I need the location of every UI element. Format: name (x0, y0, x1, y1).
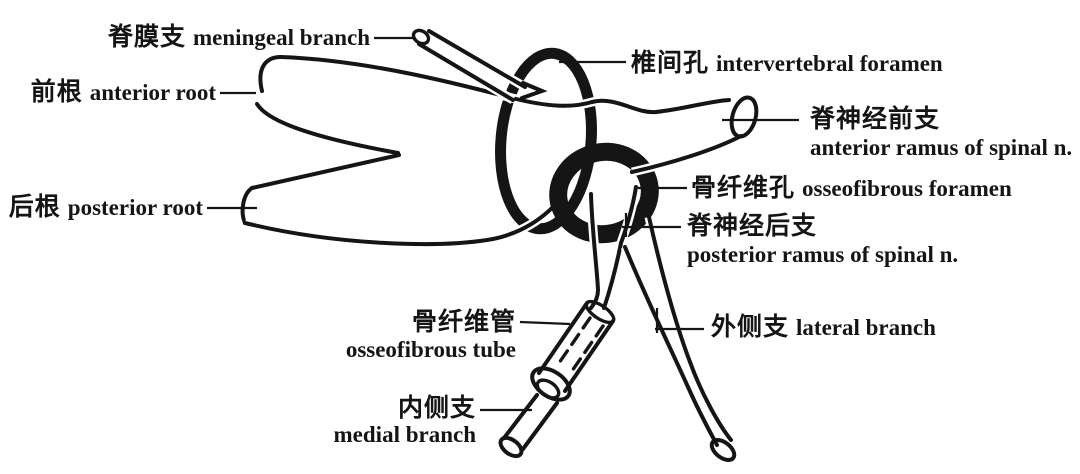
label-medial-branch-en: medial branch (333, 422, 476, 447)
spinal-nerve-roots (240, 55, 401, 225)
meningeal-lower-edge (417, 42, 515, 102)
trunk-top-edge (279, 55, 731, 115)
label-intervertebral-foramen-zh: 椎间孔 (631, 50, 710, 77)
label-intervertebral-foramen-en: intervertebral foramen (716, 51, 943, 76)
posterior-ramus-right-edge (619, 185, 638, 245)
meningeal-cut-end (411, 28, 431, 46)
label-osseofibrous-tube-en: osseofibrous tube (345, 337, 516, 362)
label-meningeal-branch-en: meningeal branch (193, 25, 370, 50)
label-posterior-root-en: posterior root (67, 195, 203, 220)
osseofibrous-tube-shape (530, 299, 616, 402)
label-lateral-branch-en: lateral branch (796, 315, 936, 340)
label-meningeal-branch-zh: 脊膜支 (108, 24, 187, 51)
lateral-branch-right-edge (647, 215, 733, 442)
medial-branch-nerve (498, 393, 559, 459)
label-lateral-branch-zh: 外侧支 (711, 314, 790, 341)
label-posterior-ramus: 脊神经后支 posterior ramus of spinal n. (687, 213, 958, 269)
label-anterior-ramus: 脊神经前支 anterior ramus of spinal n. (810, 106, 1072, 162)
anterior-ramus-cut-end (729, 95, 759, 139)
label-osseofibrous-foramen-zh: 骨纤维孔 (691, 175, 796, 202)
label-posterior-ramus-en: posterior ramus of spinal n. (687, 242, 959, 267)
tube-hidden-nerve-dash-2 (570, 324, 605, 373)
leader-lateral-branch (655, 308, 704, 333)
tube-collar-inner (535, 378, 561, 400)
medial-branch-cut-end (498, 435, 524, 459)
osseofibrous-ring (553, 146, 655, 240)
medial-branch-left-edge (502, 393, 539, 440)
anterior-ramus-nerve (630, 95, 759, 177)
tube-mouth (584, 299, 616, 325)
lateral-branch-nerve (620, 215, 737, 462)
label-medial-branch-zh: 内侧支 (397, 395, 476, 422)
label-medial-branch: 内侧支 medial branch (334, 396, 476, 448)
lateral-branch-left-edge (623, 245, 719, 447)
label-osseofibrous-tube: 骨纤维管 osseofibrous tube (346, 309, 516, 363)
label-anterior-root-en: anterior root (89, 80, 216, 105)
leader-posterior-ramus (622, 213, 681, 237)
label-posterior-root-zh: 后根 (8, 194, 61, 221)
anterior-ramus-bottom-edge (630, 134, 743, 174)
tube-hidden-nerve-dash-1 (557, 316, 592, 365)
meningeal-upper-edge (427, 29, 527, 89)
label-anterior-ramus-zh: 脊神经前支 (810, 106, 941, 133)
label-osseofibrous-tube-zh: 骨纤维管 (411, 309, 516, 336)
anterior-root-left-cap (258, 55, 283, 93)
osseofibrous-foramen-ring (549, 142, 659, 244)
medial-branch-inner-edge (602, 241, 623, 310)
meningeal-end-chevron (520, 81, 548, 100)
leader-lines (207, 36, 799, 412)
posterior-root-left-cap (240, 186, 254, 225)
label-anterior-root-zh: 前根 (30, 79, 83, 106)
label-posterior-ramus-zh: 脊神经后支 (687, 213, 818, 240)
trunk-bottom-edge (243, 195, 564, 247)
meningeal-branch-tube (411, 27, 548, 104)
posterior-ramus-nerve (586, 185, 641, 311)
tube-lower-side (563, 319, 615, 393)
label-anterior-ramus-en: anterior ramus of spinal n. (810, 135, 1073, 160)
anterior-root-bottom-edge (255, 102, 400, 155)
spinal-nerve-trunk (243, 52, 731, 249)
posterior-root-top-edge (250, 153, 401, 190)
tube-upper-side (537, 301, 589, 375)
lateral-branch-cut-end (709, 438, 737, 462)
leader-osseofibrous-tube (519, 320, 571, 326)
label-osseofibrous-foramen-en: osseofibrous foramen (802, 176, 1012, 201)
medial-branch-right-edge (521, 401, 559, 451)
